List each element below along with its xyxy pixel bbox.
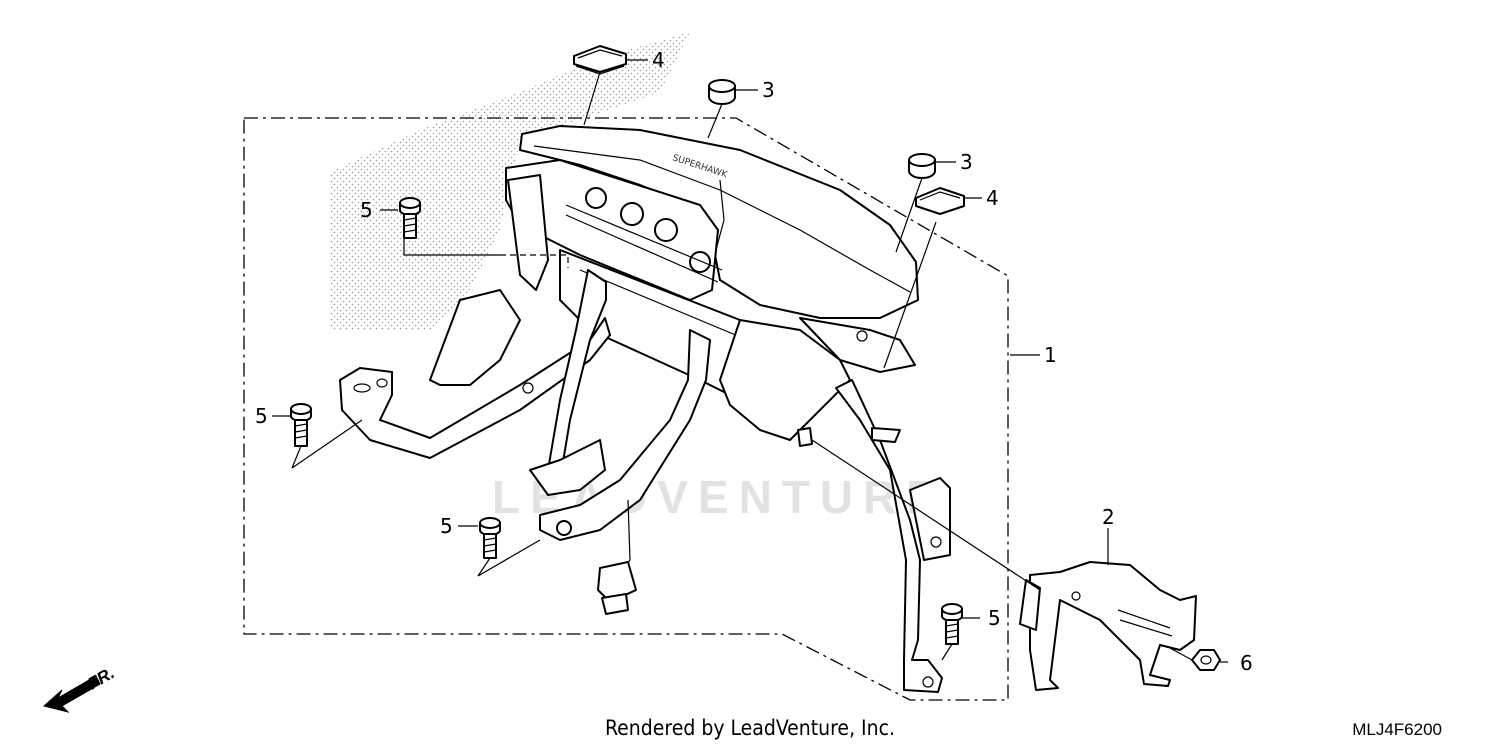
callout-3-upper: 3 bbox=[762, 78, 775, 102]
bolt-part-5-left bbox=[290, 403, 312, 447]
nut-part-6 bbox=[1191, 649, 1221, 671]
front-direction-indicator: FR. bbox=[42, 663, 118, 713]
cap-part-4-upper bbox=[573, 45, 627, 75]
callout-5-left: 5 bbox=[255, 404, 268, 428]
leader-lines bbox=[272, 59, 1228, 663]
callout-1: 1 bbox=[1044, 343, 1057, 367]
bracket-part-2 bbox=[1019, 561, 1197, 691]
callout-2: 2 bbox=[1102, 505, 1115, 529]
grommet-part-3-upper bbox=[708, 79, 736, 105]
meter-stay-assembly: SUPERHAWK bbox=[339, 125, 951, 693]
callout-5-upper-left: 5 bbox=[360, 198, 373, 222]
arrow-down-left-icon bbox=[42, 675, 101, 713]
callout-6: 6 bbox=[1240, 651, 1253, 675]
callout-4-upper: 4 bbox=[652, 48, 665, 72]
bolt-part-5-right bbox=[941, 603, 963, 645]
diagram-code: MLJ4F6200 bbox=[1352, 720, 1442, 739]
cap-part-4-right bbox=[915, 187, 965, 215]
bolt-part-5-lower-left bbox=[479, 517, 501, 559]
footer-credit: Rendered by LeadVenture, Inc. bbox=[605, 716, 895, 740]
callout-4-right: 4 bbox=[986, 186, 999, 210]
assembly-frame bbox=[243, 117, 1009, 701]
callout-5-right: 5 bbox=[988, 606, 1001, 630]
callout-3-right: 3 bbox=[960, 150, 973, 174]
callout-5-lower-left: 5 bbox=[440, 514, 453, 538]
bolt-part-5-upper-left bbox=[399, 197, 421, 239]
grommet-part-3-right bbox=[908, 153, 936, 179]
